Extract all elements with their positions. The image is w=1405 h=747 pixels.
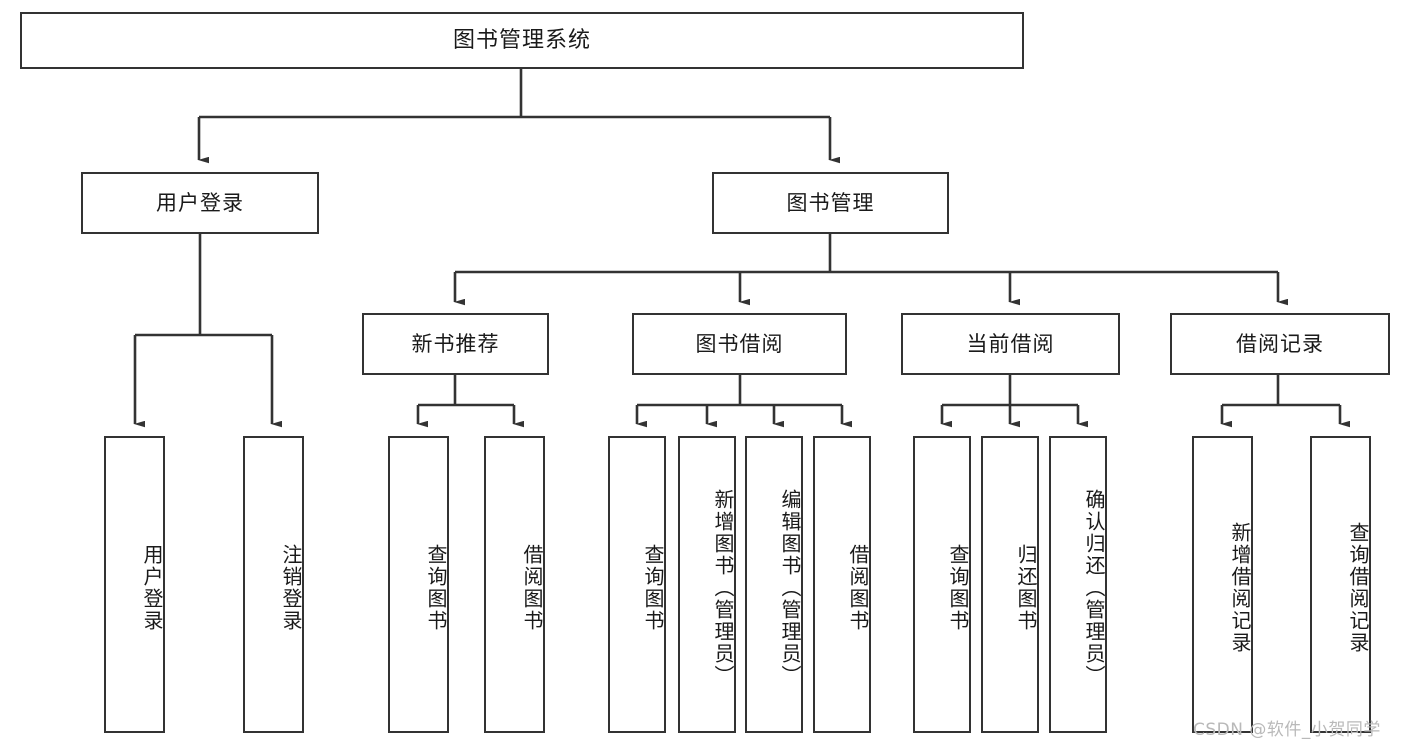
node-user-login[interactable]: 用户登录 — [81, 172, 319, 234]
leaf-confirm-return-admin[interactable]: 确认归还（管理员） — [1049, 436, 1107, 733]
edge-new-book-to-leaves — [416, 375, 524, 428]
leaf-query-borrow-record[interactable]: 查询借阅记录 — [1310, 436, 1371, 733]
leaf-add-book-admin[interactable]: 新增图书（管理员） — [678, 436, 736, 733]
edge-borrow-record-to-leaves — [1220, 375, 1350, 428]
leaf-logout[interactable]: 注销登录 — [243, 436, 304, 733]
csdn-watermark: CSDN @软件_小贺同学 — [1193, 720, 1381, 740]
node-current-borrow[interactable]: 当前借阅 — [901, 313, 1120, 375]
node-root-system[interactable]: 图书管理系统 — [20, 12, 1024, 69]
node-book-borrow[interactable]: 图书借阅 — [632, 313, 847, 375]
edge-root-to-level2 — [197, 69, 840, 164]
edge-current-borrow-to-leaves — [940, 375, 1088, 428]
node-book-management[interactable]: 图书管理 — [712, 172, 949, 234]
leaf-borrow-book[interactable]: 借阅图书 — [813, 436, 871, 733]
leaf-query-book-borrow[interactable]: 查询图书 — [608, 436, 666, 733]
leaf-user-login[interactable]: 用户登录 — [104, 436, 165, 733]
leaf-return-book[interactable]: 归还图书 — [981, 436, 1039, 733]
leaf-query-book-recommend[interactable]: 查询图书 — [388, 436, 449, 733]
edge-user-login-to-leaves — [133, 234, 282, 428]
leaf-borrow-book-recommend[interactable]: 借阅图书 — [484, 436, 545, 733]
leaf-query-book-current[interactable]: 查询图书 — [913, 436, 971, 733]
node-new-book-recommend[interactable]: 新书推荐 — [362, 313, 549, 375]
leaf-add-borrow-record[interactable]: 新增借阅记录 — [1192, 436, 1253, 733]
edge-book-manage-to-level3 — [453, 234, 1288, 306]
node-borrow-record[interactable]: 借阅记录 — [1170, 313, 1390, 375]
leaf-edit-book-admin[interactable]: 编辑图书（管理员） — [745, 436, 803, 733]
edge-borrow-to-leaves — [635, 375, 852, 428]
